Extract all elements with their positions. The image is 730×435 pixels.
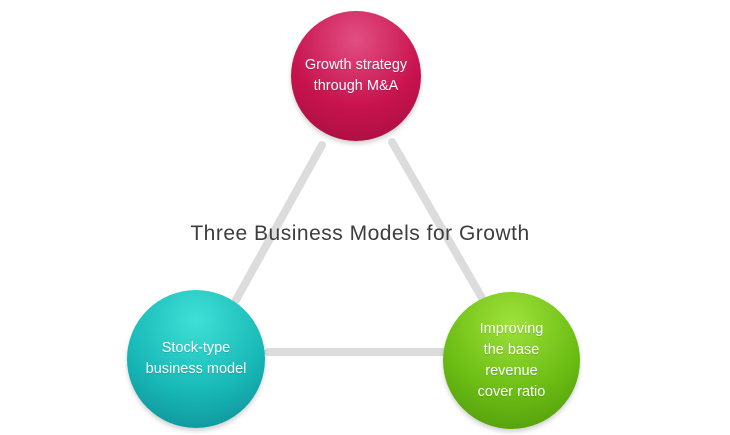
- node-growth-strategy-ma: Growth strategy through M&A: [291, 11, 421, 141]
- diagram-title: Three Business Models for Growth: [190, 222, 530, 245]
- node-stock-type-business-model: Stock-type business model: [127, 290, 265, 428]
- node-label: Improving the base revenue cover ratio: [477, 320, 546, 400]
- connector-ma-to-revenue: [388, 138, 486, 302]
- node-label: Stock-type business model: [145, 340, 247, 377]
- connector-ma-to-stock: [232, 141, 326, 304]
- node-revenue-cover-ratio: Improving the base revenue cover ratio: [443, 292, 580, 429]
- node-label: Growth strategy through M&A: [304, 57, 408, 94]
